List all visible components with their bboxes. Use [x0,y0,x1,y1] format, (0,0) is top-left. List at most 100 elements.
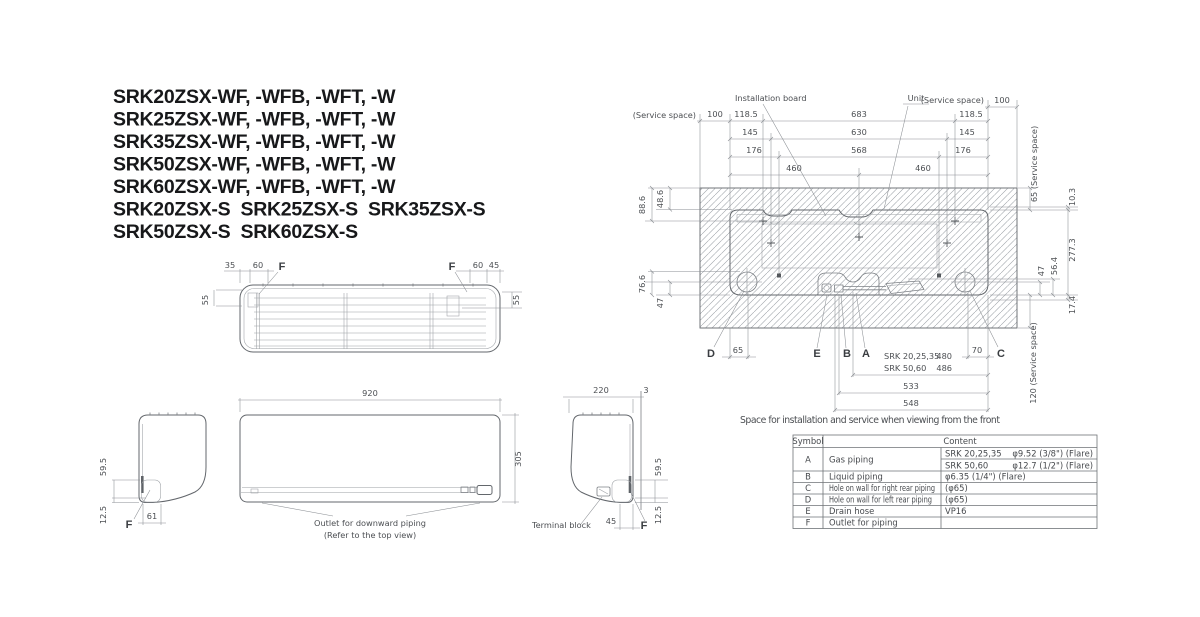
side-left-outline [138,414,207,503]
installation-board-label: Installation board [735,93,807,103]
dim-630: 630 [851,127,867,137]
installation-note: Space for installation and service when … [740,415,1000,426]
dim-12-5-left: 12.5 [98,506,108,524]
dim-683: 683 [851,109,867,119]
model-line: SRK50ZSX-WF, -WFB, -WFT, -W [113,154,396,176]
side-view-right: 220 3 59.5 12.5 45 F Terminal block [531,385,668,532]
dim-60-right: 60 [473,260,483,270]
point-label-f-sideleft: F [126,519,133,531]
dim-176-left: 176 [746,145,762,155]
row-spec-value-1: φ9.52 (3/8") (Flare) [1012,449,1093,459]
table-row: D Hole on wall for left rear piping (φ65… [805,495,968,505]
side-right-outline [570,414,634,503]
dim-145-right: 145 [959,127,975,137]
dim-60-left: 60 [253,260,263,270]
dim-45-side: 45 [606,516,616,526]
model-line: SRK50ZSX-S SRK60ZSX-S [113,221,358,243]
row-spec: φ6.35 (1/4") (Flare) [945,472,1026,482]
dim-76-6: 76.6 [637,275,647,293]
table-row: A Gas piping SRK 20,25,35 φ9.52 (3/8") (… [805,449,1093,471]
dim-3: 3 [643,385,648,395]
table-border [792,434,1098,529]
wall-hatch [699,187,1018,329]
point-label-c: C [997,348,1005,360]
dim-460-right: 460 [915,163,931,173]
point-label-e: E [813,348,820,360]
dim-486: 486 [936,363,952,373]
model-line: SRK60ZSX-WF, -WFB, -WFT, -W [113,176,396,198]
service-space-65-label: 65 (Service space) [1029,126,1039,202]
model-line: SRK20ZSX-WF, -WFB, -WFT, -W [113,86,396,108]
piping-knockout [446,295,460,317]
service-space-120-label: 120 (Service space) [1028,322,1038,404]
dim-55-left: 55 [200,295,210,305]
table-header-symbol: Symbol [792,436,823,446]
row-name: Hole on wall for left rear piping [829,495,932,505]
unit-rear-outline [729,209,989,296]
front-view: 920 305 Outlet for downward piping (Refe… [238,388,523,540]
top-view: 35 60 F F 60 45 55 55 [200,260,522,353]
dim-65-bottom: 65 [733,345,743,355]
top-view-outline [239,284,501,353]
dim-59-5-left: 59.5 [98,458,108,476]
dim-55-right: 55 [511,295,521,305]
dim-145-left: 145 [742,127,758,137]
point-label-f-sideright: F [641,520,648,532]
model-line: SRK25ZSX-WF, -WFB, -WFT, -W [113,109,396,131]
service-space-topright-label: (Service space) [921,95,984,105]
table-row: C Hole on wall for right rear piping (φ6… [805,483,968,493]
unit-label: Unit [908,93,925,103]
dim-220: 220 [593,385,609,395]
row-name: Drain hose [829,506,874,516]
row-spec: (φ65) [945,495,968,505]
table-row: F Outlet for piping [806,518,898,528]
row-spec-model-2: SRK 50,60 [945,461,988,471]
dim-47-right: 47 [1036,266,1046,276]
side-view-left: 59.5 12.5 61 F [98,412,207,531]
table-row: E Drain hose VP16 [805,506,966,516]
dim-70-bottom: 70 [972,345,982,355]
table-header-content: Content [943,436,977,446]
row-symbol: D [805,495,811,505]
dim-100-right: 100 [994,95,1010,105]
terminal-block-shape [596,486,611,497]
dim-568: 568 [851,145,867,155]
dim-56-4: 56.4 [1049,257,1059,275]
liquid-pipe-shape [834,284,844,293]
dim-118-5-left: 118.5 [734,109,757,119]
row-name: Hole on wall for right rear piping [829,483,935,493]
dim-srk-small-label: SRK 20,25,35 [884,351,939,361]
dim-61: 61 [147,511,157,521]
row-spec-value-2: φ12.7 (1/2") (Flare) [1012,461,1093,471]
point-label-d: D [707,348,715,360]
row-symbol: C [805,483,811,493]
front-view-outline [239,414,501,503]
dim-176-right: 176 [955,145,971,155]
dim-88-6: 88.6 [637,196,647,214]
piping-table: Symbol Content A Gas piping SRK 20,25,35… [792,434,1098,529]
dim-305: 305 [513,451,523,467]
dim-100-left: 100 [707,109,723,119]
table-row: B Liquid piping φ6.35 (1/4") (Flare) [805,472,1025,482]
gas-pipe-flare-shape [885,280,925,294]
row-symbol: A [805,455,811,465]
row-symbol: E [805,506,810,516]
dim-12-5-right: 12.5 [653,506,663,524]
row-spec: (φ65) [945,483,968,493]
dim-45: 45 [489,260,499,270]
dim-47-left: 47 [655,298,665,308]
model-line: SRK20ZSX-S SRK25ZSX-S SRK35ZSX-S [113,199,486,221]
row-name: Gas piping [829,455,874,465]
installation-diagram: Installation board Unit (Service space) … [633,93,1078,426]
point-label-f-left: F [279,261,286,273]
point-label-b: B [843,348,851,360]
dim-480: 480 [936,351,952,361]
dim-10-3: 10.3 [1067,188,1077,206]
outlet-label-line1: Outlet for downward piping [314,518,426,528]
terminal-block-label: Terminal block [531,520,591,530]
dim-48-6: 48.6 [655,190,665,208]
dim-118-5-right: 118.5 [959,109,982,119]
dim-17-4: 17.4 [1067,296,1077,314]
